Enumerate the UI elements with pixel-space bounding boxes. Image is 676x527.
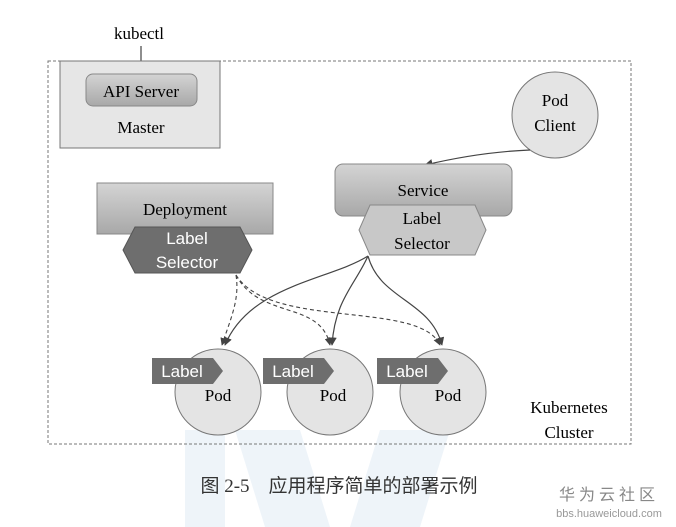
pod-client-label-line1: Pod <box>542 91 569 110</box>
pod-1-label-tag-text: Label <box>161 362 203 381</box>
deployment-selector-hexagon <box>122 226 253 274</box>
deployment-to-pod2-line <box>235 274 333 346</box>
pod-3-label-tag <box>377 358 448 384</box>
pod-1: Label Pod <box>152 348 262 436</box>
pod-1-name: Pod <box>205 386 232 405</box>
api-server-box <box>85 73 198 107</box>
pod-3-name: Pod <box>435 386 462 405</box>
pod-2-label-tag <box>263 358 334 384</box>
cluster-boundary <box>47 60 632 445</box>
deployment-to-pod1-line <box>220 274 238 346</box>
pod-client-circle <box>511 71 599 159</box>
kubectl-label: kubectl <box>114 24 164 43</box>
pod-3-label-tag-text: Label <box>386 362 428 381</box>
deployment-connectors <box>220 274 441 346</box>
deployment-selector-label-line2: Selector <box>156 253 219 272</box>
figure-caption: 图 2-5 应用程序简单的部署示例 <box>200 475 477 497</box>
deployment-label: Deployment <box>143 200 227 219</box>
deployment-selector-label-line1: Label <box>166 229 208 248</box>
service-to-pod1-line <box>224 255 369 346</box>
watermark-url: bbs.huaweicloud.com <box>556 508 662 520</box>
api-server-label: API Server <box>103 82 179 101</box>
pod-2-label-tag-text: Label <box>272 362 314 381</box>
master-label: Master <box>117 118 165 137</box>
cluster-label-line1: Kubernetes <box>530 398 607 417</box>
service-selector-label-line1: Label <box>403 209 442 228</box>
pod-1-label-tag <box>152 358 223 384</box>
service-label: Service <box>398 181 449 200</box>
service-selector-hexagon <box>358 204 487 256</box>
deployment-box <box>96 182 274 235</box>
pod-2: Label Pod <box>263 348 374 436</box>
watermark-title: 华为云社区 <box>559 486 659 504</box>
pod-client-label-line2: Client <box>534 116 576 135</box>
pod-2-name: Pod <box>320 386 347 405</box>
cluster-label-line2: Cluster <box>544 423 593 442</box>
service-to-pod3-line <box>367 255 445 346</box>
service-to-pod2-line <box>328 255 369 346</box>
client-to-service-arrow <box>424 149 531 168</box>
pod-3: Label Pod <box>377 348 487 436</box>
service-connectors <box>224 255 445 346</box>
watermark-background <box>185 430 450 527</box>
deployment-to-pod3-line <box>235 274 441 346</box>
service-selector-label-line2: Selector <box>394 234 450 253</box>
